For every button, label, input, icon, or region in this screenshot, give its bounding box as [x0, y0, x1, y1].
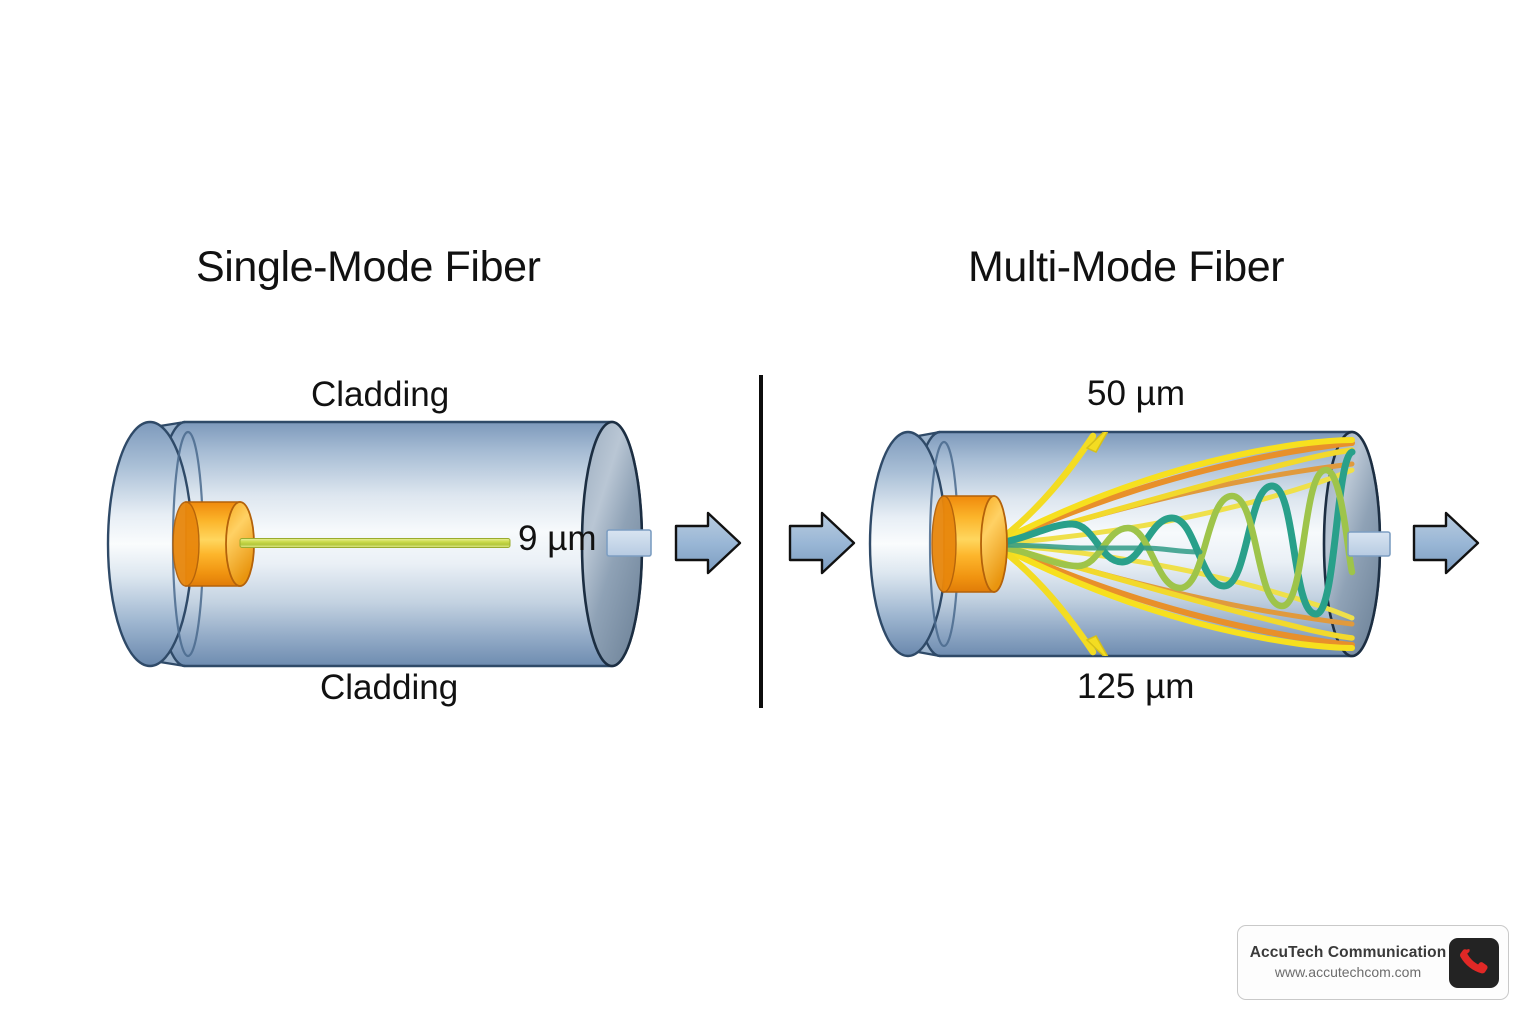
flow-arrow-2	[788, 511, 856, 575]
cladding-label-top: Cladding	[311, 375, 450, 414]
watermark-company-name: AccuTech Communication	[1249, 944, 1447, 962]
watermark-url: www.accutechcom.com	[1274, 963, 1422, 980]
core-diameter-label-single: 9 µm	[518, 519, 597, 558]
phone-icon	[1449, 937, 1499, 988]
watermark-text: AccuTech Communication www.accutechcom.c…	[1247, 944, 1449, 980]
exit-light-stub-mm	[1347, 531, 1391, 557]
escaping-ray-up	[991, 432, 1113, 548]
watermark-badge: AccuTech Communication www.accutechcom.c…	[1237, 925, 1509, 1000]
multi-mode-title: Multi-Mode Fiber	[968, 243, 1285, 291]
escaping-ray-down	[991, 540, 1113, 656]
light-ray-single	[239, 538, 511, 548]
single-mode-title: Single-Mode Fiber	[196, 243, 541, 291]
flow-arrow-1	[674, 511, 742, 575]
core-diameter-label-multi: 50 µm	[1087, 374, 1185, 413]
cladding-label-bottom: Cladding	[320, 668, 459, 707]
light-rays-multi	[991, 432, 1356, 656]
multi-mode-fiber-graphic	[868, 430, 1391, 658]
exit-light-stub	[606, 529, 652, 557]
cladding-diameter-label-multi: 125 µm	[1077, 667, 1195, 706]
flow-arrow-3	[1412, 511, 1480, 575]
core-back-mm	[931, 495, 957, 593]
core-face-mm	[980, 495, 1008, 593]
core-back	[172, 501, 200, 587]
single-mode-fiber-graphic	[106, 420, 652, 668]
